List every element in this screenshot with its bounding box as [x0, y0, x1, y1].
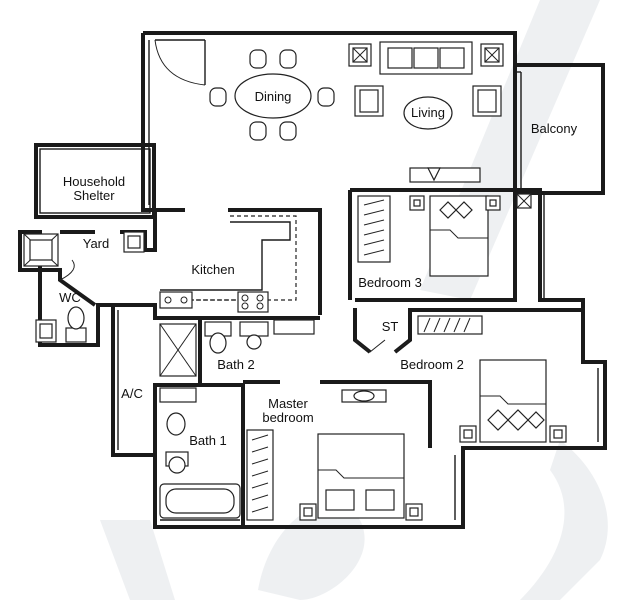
label-bath2: Bath 2: [217, 357, 255, 372]
label-bedroom2: Bedroom 2: [400, 357, 464, 372]
bath2-fixtures: [159, 319, 315, 377]
master-bedroom-furniture: [246, 389, 423, 521]
label-master-line2: bedroom: [262, 410, 313, 425]
label-dining: Dining: [255, 89, 292, 104]
label-bath1: Bath 1: [189, 433, 227, 448]
store-fixtures: [417, 315, 483, 335]
label-living: Living: [411, 105, 445, 120]
label-household-shelter-line2: Shelter: [73, 188, 115, 203]
bath1-fixtures: [159, 387, 241, 519]
label-kitchen: Kitchen: [191, 262, 234, 277]
label-bedroom3: Bedroom 3: [358, 275, 422, 290]
label-household-shelter-line1: Household: [63, 174, 125, 189]
doors: [59, 39, 411, 353]
household-shelter: [39, 148, 151, 214]
yard-fixtures: [23, 231, 145, 267]
dining-table: [209, 49, 335, 141]
wc-fixtures: [35, 306, 87, 343]
label-store: ST: [382, 319, 399, 334]
label-yard: Yard: [83, 236, 110, 251]
label-ac: A/C: [121, 386, 143, 401]
balcony-fixtures: [516, 193, 532, 209]
windows: [117, 40, 599, 521]
label-wc: WC: [59, 290, 81, 305]
interior-walls: [40, 188, 583, 525]
bedroom2-furniture: [459, 359, 567, 443]
living-furniture: [348, 41, 504, 183]
label-balcony: Balcony: [531, 121, 578, 136]
label-master-line1: Master: [268, 396, 308, 411]
bedroom3-furniture: [357, 195, 501, 277]
kitchen-fixtures: [159, 215, 297, 313]
